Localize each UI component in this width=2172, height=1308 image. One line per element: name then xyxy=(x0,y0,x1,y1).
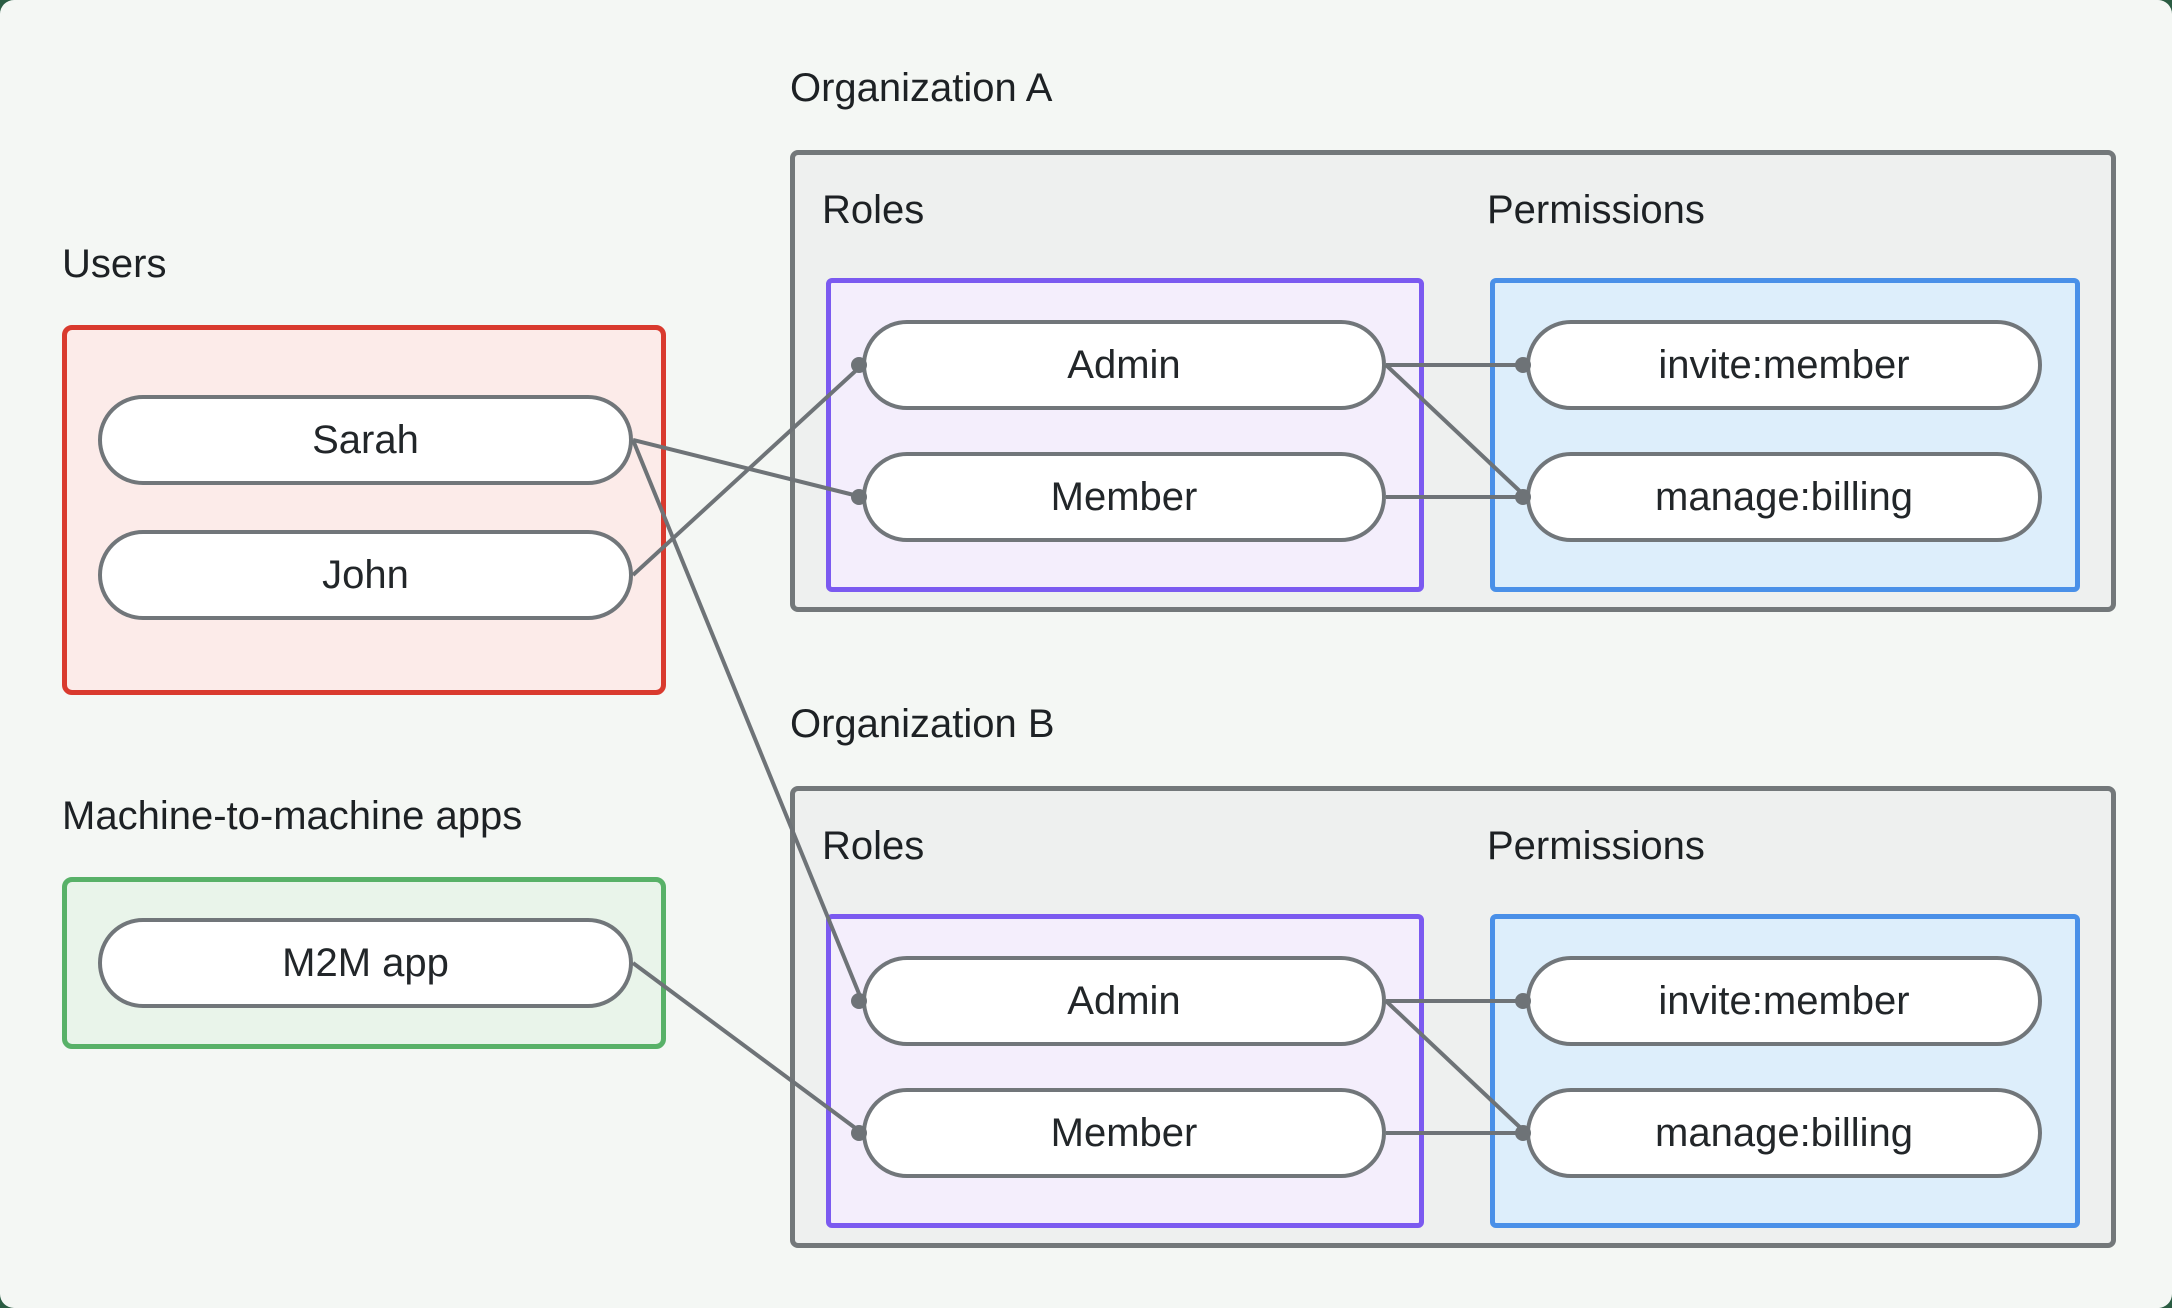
org-a-permissions-label: Permissions xyxy=(1487,188,1705,232)
users-group-label: Users xyxy=(62,242,167,286)
org-a-title: Organization A xyxy=(790,66,1053,110)
user-node-john: John xyxy=(98,530,633,620)
org-b-role-member: Member xyxy=(862,1088,1386,1178)
org-a-role-admin: Admin xyxy=(862,320,1386,410)
org-b-title: Organization B xyxy=(790,702,1055,746)
m2m-app-node: M2M app xyxy=(98,918,633,1008)
users-group-box xyxy=(62,325,666,695)
org-a-roles-label: Roles xyxy=(822,188,925,232)
org-b-permission-manage-billing: manage:billing xyxy=(1526,1088,2042,1178)
user-node-sarah: Sarah xyxy=(98,395,633,485)
org-b-roles-label: Roles xyxy=(822,824,925,868)
org-b-permissions-label: Permissions xyxy=(1487,824,1705,868)
org-b-role-admin: Admin xyxy=(862,956,1386,1046)
org-a-permission-manage-billing: manage:billing xyxy=(1526,452,2042,542)
org-b-permission-invite-member: invite:member xyxy=(1526,956,2042,1046)
org-a-permission-invite-member: invite:member xyxy=(1526,320,2042,410)
org-a-role-member: Member xyxy=(862,452,1386,542)
m2m-group-label: Machine-to-machine apps xyxy=(62,794,523,838)
